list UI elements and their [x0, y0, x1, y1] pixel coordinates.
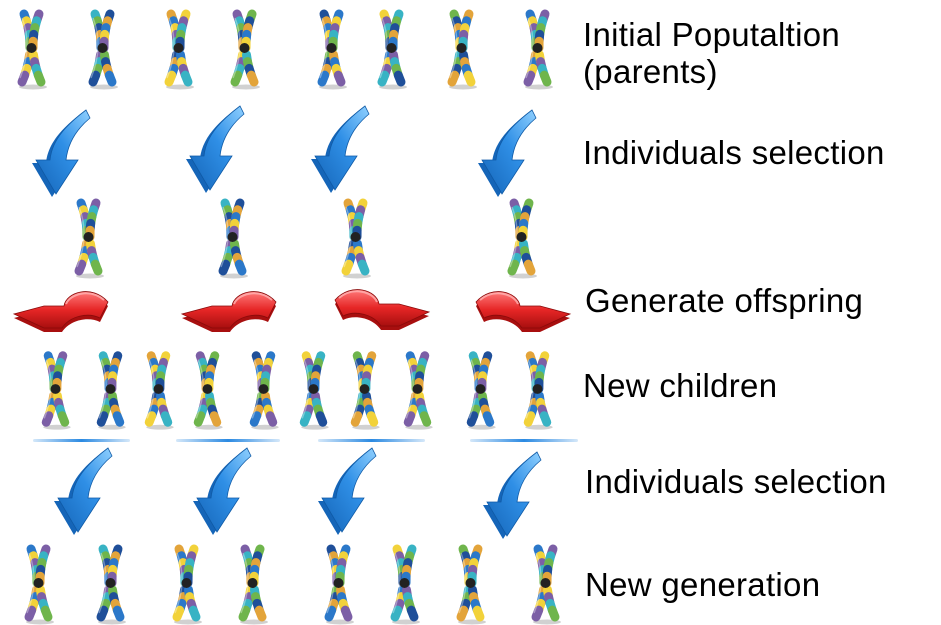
chromosome-icon: [523, 9, 553, 90]
down-arrow-icon: [193, 447, 252, 535]
chromosome-icon: [317, 9, 347, 90]
divider-line: [318, 439, 425, 442]
chromosome-icon: [96, 351, 126, 430]
chromosome-icon: [193, 351, 223, 430]
chromosome-icon: [377, 9, 407, 90]
divider-line: [470, 439, 578, 442]
chromosome-icon: [172, 544, 202, 625]
label-new-children: New children: [583, 367, 778, 404]
chromosome-icon: [238, 544, 268, 625]
down-arrow-icon: [186, 105, 245, 193]
chromosome-icon: [74, 198, 104, 279]
arrow-layer: [12, 105, 572, 539]
label-initial-population: Initial Poputaltion (parents): [583, 16, 840, 90]
divider-layer: [33, 439, 578, 442]
chromosome-icon: [390, 544, 420, 625]
chromosome-icon: [41, 351, 71, 430]
chromosome-icon: [324, 544, 354, 625]
curved-arrow-icon: [475, 291, 572, 332]
chromosome-icon: [230, 9, 260, 90]
label-initial-population-line2: (parents): [583, 53, 718, 90]
down-arrow-icon: [483, 451, 542, 539]
chromosome-icon: [456, 544, 486, 625]
divider-line: [176, 439, 280, 442]
chromosome-icon: [447, 9, 477, 90]
label-individuals-selection-1: Individuals selection: [583, 134, 885, 171]
divider-line: [33, 439, 130, 442]
label-individuals-selection-2: Individuals selection: [585, 463, 887, 500]
chromosome-icon: [88, 9, 118, 90]
chromosome-icon: [507, 198, 537, 279]
curved-arrow-icon: [12, 291, 109, 332]
chromosome-icon: [24, 544, 54, 625]
chromosome-icon: [144, 351, 174, 430]
chromosome-layer: [17, 9, 561, 625]
label-initial-population-line1: Initial Poputaltion: [583, 16, 841, 53]
chromosome-icon: [96, 544, 126, 625]
down-arrow-icon: [318, 447, 377, 535]
down-arrow-icon: [32, 109, 91, 197]
chromosome-icon: [466, 351, 496, 430]
chromosome-icon: [249, 351, 279, 430]
curved-arrow-icon: [334, 289, 431, 330]
chromosome-icon: [299, 351, 329, 430]
chromosome-icon: [164, 9, 194, 90]
down-arrow-icon: [478, 109, 537, 197]
chromosome-icon: [403, 351, 433, 430]
chromosome-icon: [17, 9, 47, 90]
label-generate-offspring: Generate offspring: [585, 282, 864, 319]
chromosome-icon: [218, 198, 248, 279]
label-new-generation: New generation: [585, 566, 821, 603]
chromosome-icon: [341, 198, 371, 279]
chromosome-icon: [531, 544, 561, 625]
down-arrow-icon: [311, 105, 370, 193]
curved-arrow-icon: [180, 291, 277, 332]
chromosome-icon: [350, 351, 380, 430]
chromosome-icon: [523, 351, 553, 430]
down-arrow-icon: [54, 447, 113, 535]
